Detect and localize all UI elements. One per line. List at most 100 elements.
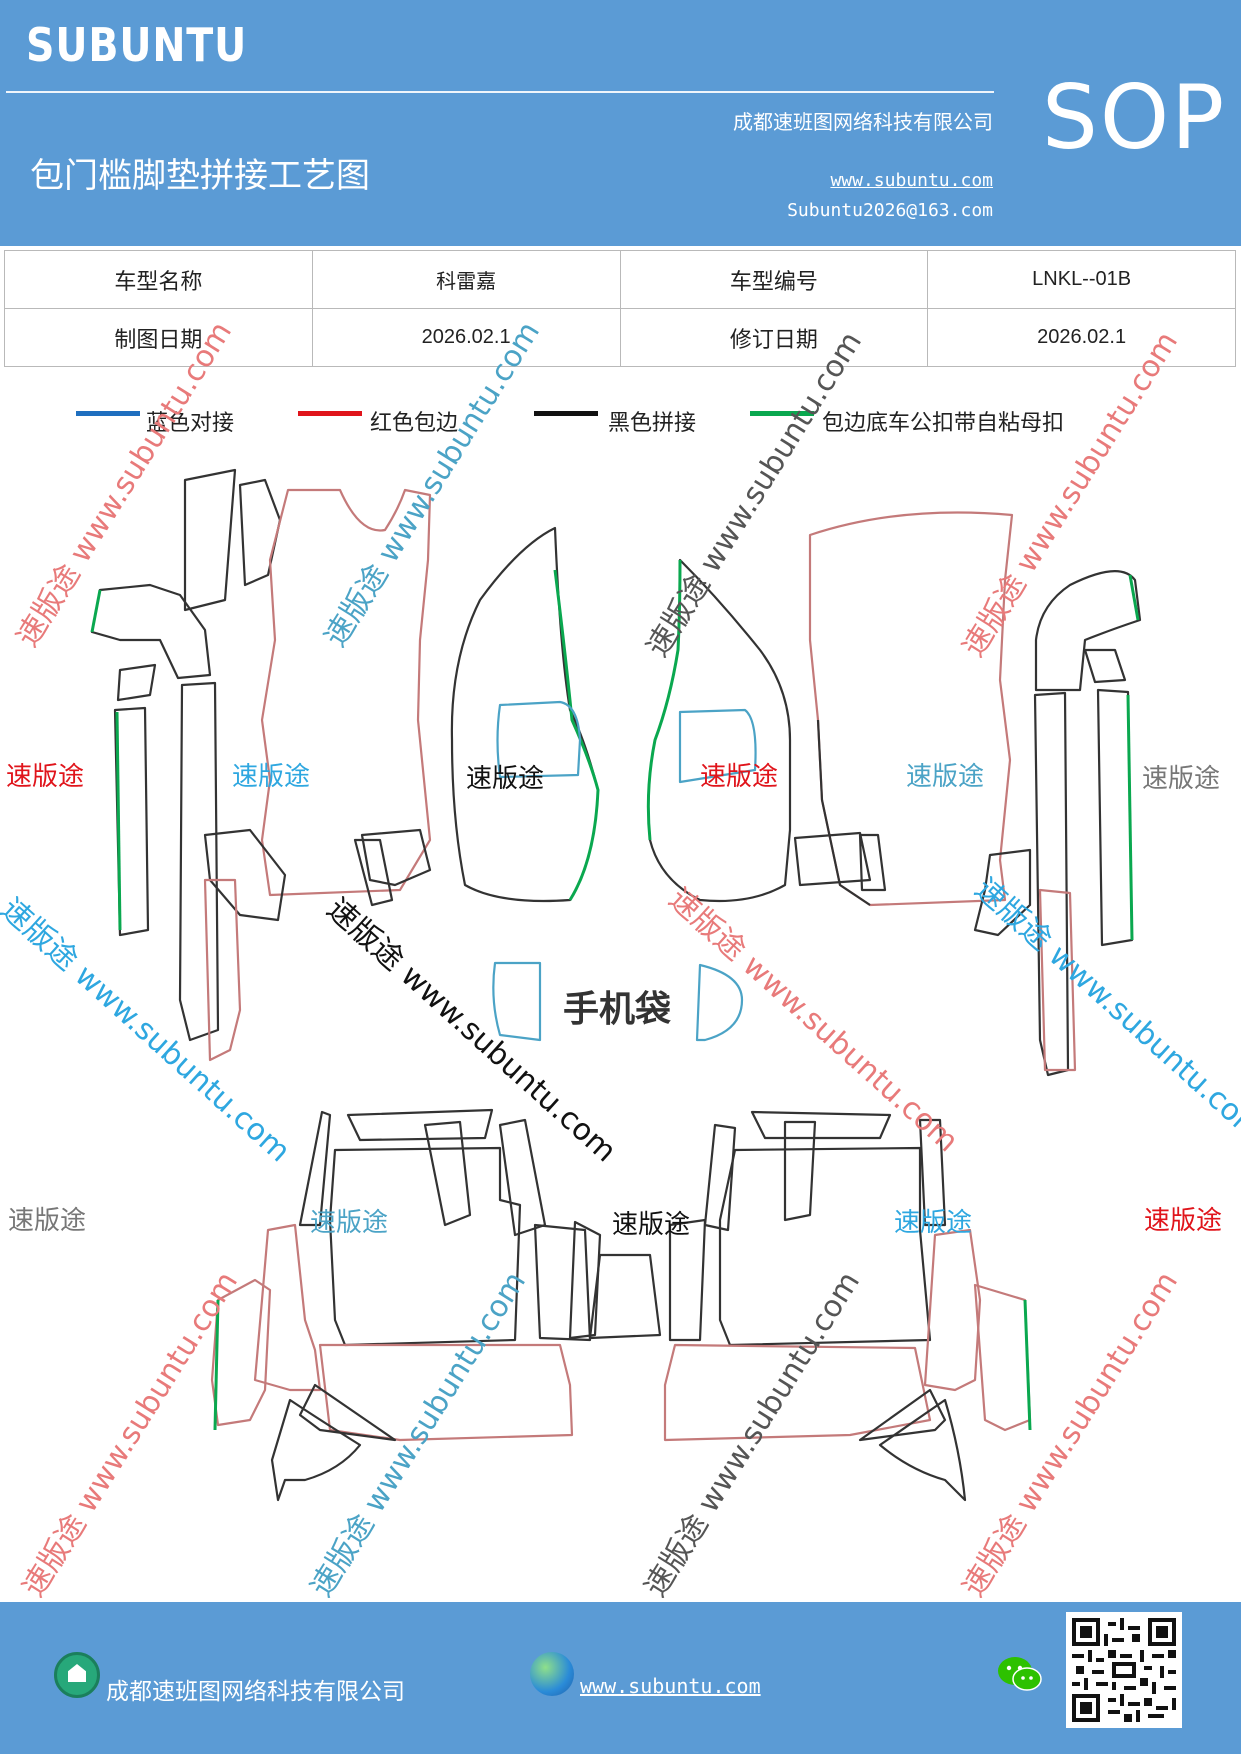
revise-date-label: 修订日期 bbox=[619, 308, 929, 367]
phone-pocket-piece bbox=[492, 961, 542, 1042]
mat-piece bbox=[718, 1146, 932, 1347]
watermark-text: 速版途 bbox=[310, 1208, 389, 1238]
company-name: 成都速班图网络科技有限公司 bbox=[733, 110, 993, 134]
header-divider bbox=[6, 91, 994, 93]
model-name-value: 科雷嘉 bbox=[311, 250, 621, 309]
mat-piece bbox=[1096, 688, 1134, 947]
sop-label: SOP bbox=[1042, 66, 1227, 169]
globe-icon bbox=[530, 1652, 574, 1696]
model-code-value: LNKL--01B bbox=[927, 250, 1236, 309]
home-icon bbox=[54, 1652, 100, 1698]
mat-piece bbox=[90, 583, 212, 680]
legend-swatch-black bbox=[534, 411, 598, 416]
footer-website-link[interactable]: www.subuntu.com bbox=[580, 1674, 761, 1698]
mat-pattern-drawing bbox=[90, 468, 1142, 1502]
mat-piece bbox=[116, 663, 157, 702]
draw-date-value: 2026.02.1 bbox=[311, 308, 621, 367]
model-name-label: 车型名称 bbox=[4, 250, 313, 309]
mat-piece bbox=[423, 1120, 472, 1227]
mat-piece bbox=[213, 1299, 220, 1431]
mat-piece bbox=[298, 1110, 332, 1227]
watermark-text: 速版途 bbox=[8, 1206, 87, 1236]
qr-code[interactable] bbox=[1066, 1612, 1182, 1728]
watermark-text: 速版途 bbox=[906, 762, 985, 792]
mat-piece bbox=[1038, 888, 1077, 1072]
legend-label-black: 黑色拼接 bbox=[608, 411, 697, 436]
mat-piece bbox=[1128, 574, 1140, 621]
mat-piece bbox=[678, 708, 757, 784]
mat-piece bbox=[663, 1343, 932, 1442]
legend-swatch-green bbox=[750, 411, 814, 416]
phone-pocket-piece bbox=[695, 963, 744, 1042]
mat-piece bbox=[858, 833, 887, 892]
watermark-text: 速版途 bbox=[1144, 1206, 1223, 1236]
mat-piece bbox=[668, 1218, 707, 1342]
legend-label-red: 红色包边 bbox=[370, 411, 459, 436]
mat-piece bbox=[808, 511, 1014, 907]
mat-piece bbox=[878, 1398, 967, 1502]
mat-piece bbox=[750, 1110, 892, 1140]
legend-label-green: 包边底车公扣带自粘母扣 bbox=[822, 411, 1065, 436]
mat-piece bbox=[115, 711, 122, 931]
website-link[interactable]: www.subuntu.com bbox=[830, 170, 993, 191]
watermark-text: 速版途 bbox=[1142, 764, 1221, 794]
mat-piece bbox=[90, 589, 102, 633]
mat-piece bbox=[238, 478, 282, 587]
mat-piece bbox=[703, 1123, 737, 1232]
mat-piece bbox=[783, 1120, 817, 1222]
mat-piece bbox=[260, 488, 432, 897]
mat-piece bbox=[270, 1398, 362, 1502]
mat-piece bbox=[298, 1383, 397, 1442]
mat-piece bbox=[498, 1118, 547, 1237]
table-row: 车型名称 科雷嘉 车型编号 LNKL--01B bbox=[4, 250, 1236, 309]
watermark-text: 速版途 bbox=[466, 764, 545, 794]
watermark-text: 速版途 bbox=[6, 762, 85, 792]
mat-piece bbox=[793, 831, 872, 887]
mat-piece bbox=[1023, 1299, 1032, 1431]
email-address: Subuntu2026@163.com bbox=[787, 200, 993, 221]
brand-logo: SUBUNTU bbox=[26, 18, 248, 72]
mat-piece bbox=[353, 838, 394, 907]
draw-date-label: 制图日期 bbox=[4, 308, 313, 367]
mat-piece bbox=[360, 828, 432, 887]
mat-piece bbox=[973, 848, 1032, 937]
watermark-text: 速版途 bbox=[894, 1208, 973, 1238]
mat-piece bbox=[553, 569, 600, 901]
wechat-icon bbox=[998, 1657, 1042, 1691]
mat-piece bbox=[588, 1253, 662, 1340]
mat-piece bbox=[1083, 648, 1127, 684]
mat-piece bbox=[923, 1228, 982, 1392]
header-banner bbox=[0, 0, 1241, 246]
vehicle-info-table: 车型名称 科雷嘉 车型编号 LNKL--01B 制图日期 2026.02.1 修… bbox=[4, 250, 1236, 367]
mat-piece bbox=[1033, 691, 1070, 1077]
footer-company-name: 成都速班图网络科技有限公司 bbox=[106, 1679, 405, 1705]
mat-piece bbox=[858, 1388, 947, 1442]
mat-piece bbox=[533, 1223, 592, 1342]
watermark-text: 速版途 bbox=[700, 762, 779, 792]
phone-pocket-label: 手机袋 bbox=[563, 989, 672, 1030]
mat-piece bbox=[646, 559, 682, 841]
model-code-label: 车型编号 bbox=[619, 250, 929, 309]
mat-piece bbox=[253, 1223, 322, 1392]
legend-swatch-red bbox=[298, 411, 362, 416]
watermark-text: 速版途 bbox=[612, 1210, 691, 1240]
revise-date-value: 2026.02.1 bbox=[927, 308, 1236, 367]
legend-label-blue: 蓝色对接 bbox=[146, 411, 235, 436]
legend-swatch-blue bbox=[76, 411, 140, 416]
mat-piece bbox=[568, 1220, 602, 1340]
mat-piece bbox=[328, 1146, 522, 1347]
qr-code-pattern bbox=[1072, 1618, 1176, 1722]
mat-piece bbox=[918, 1118, 947, 1227]
mat-piece bbox=[346, 1108, 494, 1142]
mat-piece bbox=[1126, 694, 1134, 941]
mat-piece bbox=[1034, 570, 1142, 692]
mat-piece bbox=[496, 700, 582, 779]
mat-piece bbox=[450, 526, 600, 903]
mat-piece bbox=[973, 1283, 1032, 1432]
mat-piece bbox=[816, 719, 871, 906]
table-row: 制图日期 2026.02.1 修订日期 2026.02.1 bbox=[4, 308, 1236, 367]
mat-piece bbox=[318, 1343, 574, 1442]
mat-piece bbox=[203, 878, 242, 1062]
document-title: 包门槛脚垫拼接工艺图 bbox=[30, 156, 370, 196]
mat-piece bbox=[178, 681, 220, 1042]
